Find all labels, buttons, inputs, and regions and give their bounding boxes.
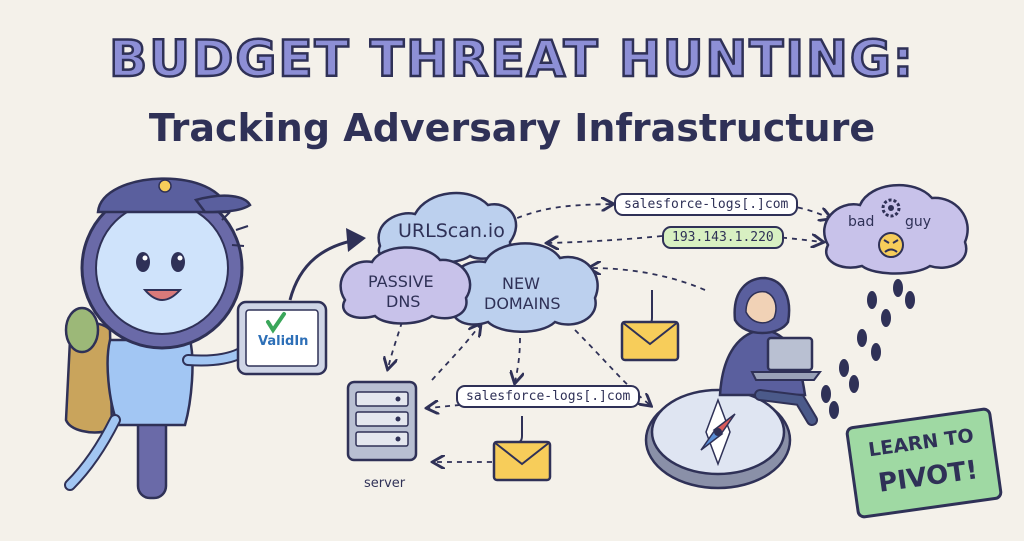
footprints-icon — [821, 279, 915, 419]
new-domains-cloud-icon — [448, 242, 599, 333]
arrow-magnifier-arc — [288, 238, 357, 301]
bad-guy-label-right: guy — [905, 214, 932, 230]
arrow-ip-to-badguy — [761, 236, 822, 242]
mouth — [142, 289, 183, 301]
validin-brand-label: ValidIn — [258, 334, 309, 349]
excite-lines — [221, 211, 249, 247]
server-icon — [346, 380, 418, 462]
body — [106, 338, 194, 427]
angry-face-icon — [878, 232, 904, 258]
new-domains-label-line1: NEW — [502, 274, 540, 293]
domain-tag-top: salesforce-logs[.]com — [614, 193, 799, 216]
compass-icon — [644, 388, 792, 490]
bad-guy-cloud-icon — [823, 183, 969, 275]
envelope-hook-icon — [492, 416, 552, 482]
sign-icon — [845, 407, 1003, 519]
laptop-icon — [750, 336, 822, 381]
new-domains-label-line2: DOMAINS — [484, 294, 561, 313]
lens-glass — [95, 201, 229, 335]
arrow-tag-to-server — [428, 405, 461, 408]
passive-dns-label-line1: PASSIVE — [368, 272, 434, 291]
page-title: BUDGET THREAT HUNTING: — [108, 29, 915, 90]
passive-dns-label-line2: DNS — [386, 292, 421, 311]
connection-arrows — [288, 204, 830, 462]
ip-address-tag: 193.143.1.220 — [662, 226, 784, 249]
arrow-cloud-to-tag — [515, 337, 520, 382]
arrow-server-to-cloud — [431, 325, 480, 381]
urlscan-label: URLScan.io — [398, 220, 505, 242]
arrow-urlscan-to-domain-tag — [507, 204, 612, 223]
passive-dns-cloud-icon — [339, 246, 472, 325]
arrow-ip-to-cloud — [548, 235, 663, 243]
magnifying-glass-mascot-icon — [64, 177, 252, 500]
bedroll — [64, 306, 100, 354]
page-subtitle: Tracking Adversary Infrastructure — [148, 106, 876, 150]
arrow-icon — [346, 228, 366, 252]
bad-guy-label-left: bad — [848, 214, 875, 230]
domain-tag-bottom: salesforce-logs[.]com — [456, 385, 641, 408]
server-label: server — [364, 476, 406, 491]
envelope-hook-icon — [620, 290, 680, 362]
cap-brim — [193, 194, 252, 214]
eye-left — [136, 252, 150, 272]
arrow-cloud-to-compass — [574, 329, 650, 405]
arrow-hacker-to-cloud — [590, 268, 706, 291]
tablet-icon — [236, 300, 328, 376]
gear-icon — [881, 198, 901, 218]
eye-right — [171, 252, 185, 272]
arrow-dns-to-server — [388, 321, 403, 368]
check-icon — [266, 312, 286, 334]
